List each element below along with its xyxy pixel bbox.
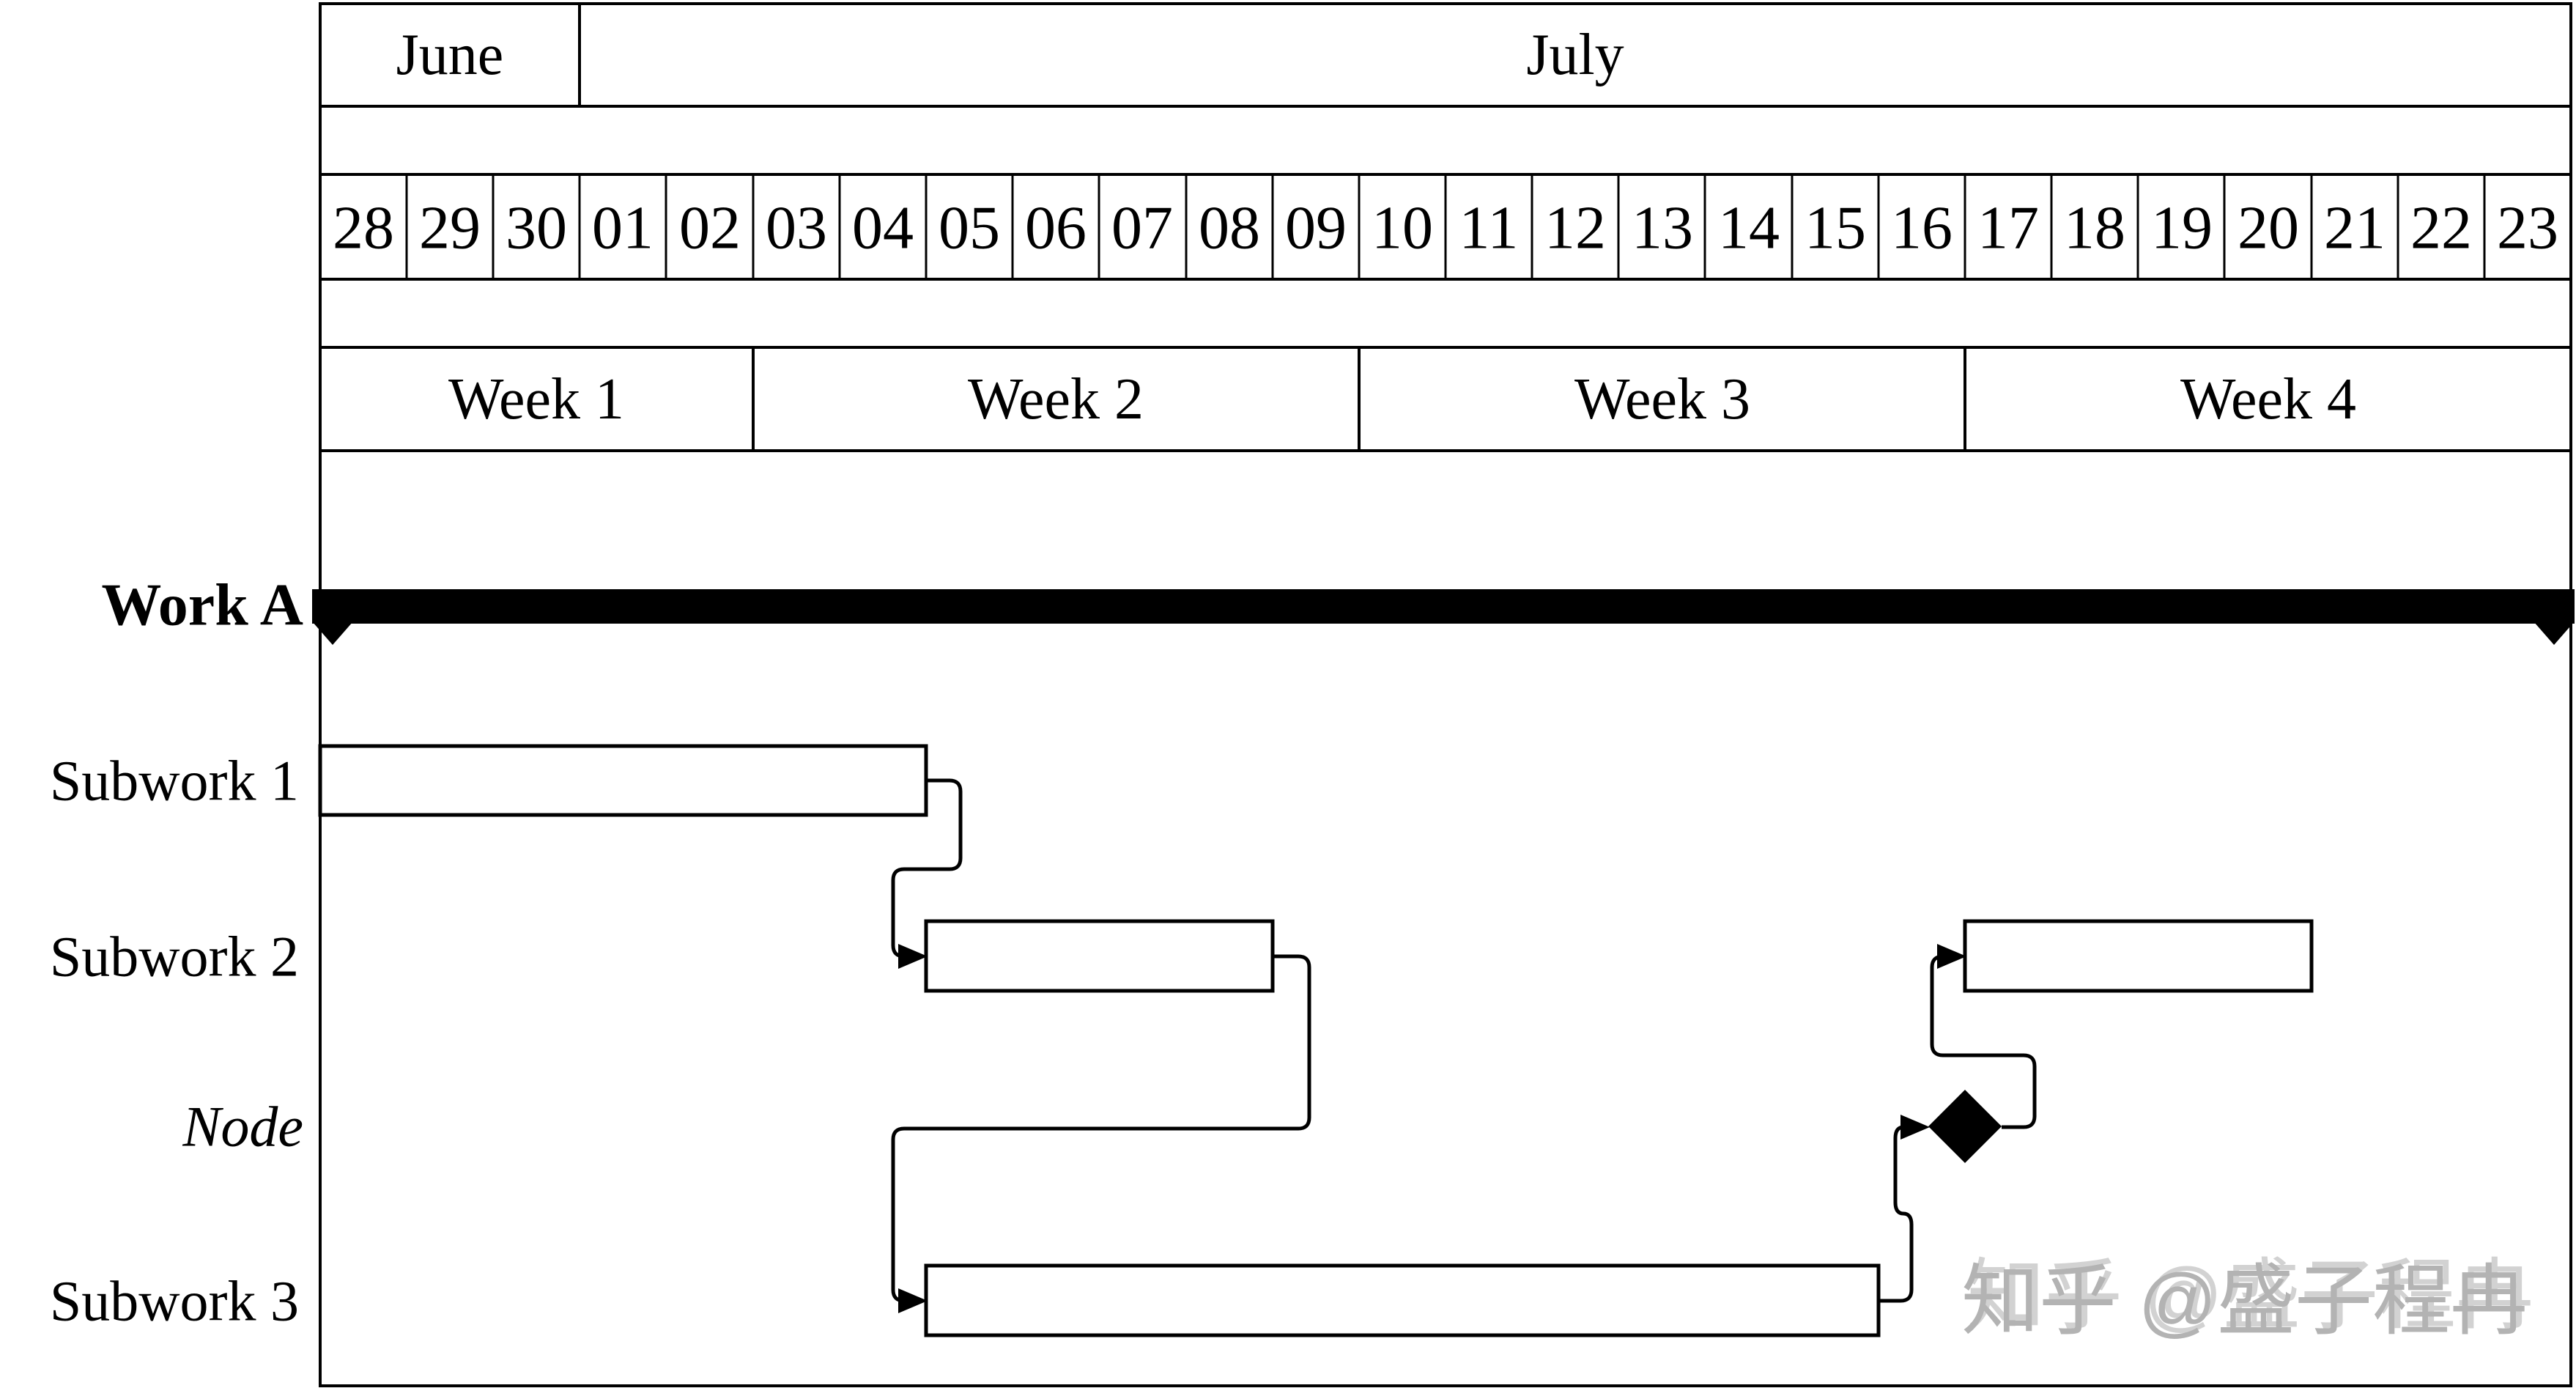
week-row: Week 1 Week 2 Week 3 Week 4 (448, 367, 2356, 432)
day-label: 08 (1199, 194, 1260, 262)
month-label-july: July (1526, 23, 1624, 87)
work-a-left-tip (312, 621, 353, 645)
week-separators (752, 347, 1966, 451)
day-label: 12 (1544, 194, 1606, 262)
link-subwork1-to-subwork2 (891, 778, 963, 959)
day-label: 02 (679, 194, 741, 262)
day-label: 30 (506, 194, 567, 262)
arrowhead-subwork2b-entry (1937, 944, 1966, 969)
day-label: 16 (1891, 194, 1953, 262)
day-label: 22 (2410, 194, 2472, 262)
subwork-2-bar-1 (924, 919, 1275, 993)
day-label: 03 (766, 194, 827, 262)
link-subwork2-to-subwork3 (891, 954, 1311, 1303)
week-label-3: Week 3 (1574, 367, 1750, 432)
day-label: 10 (1372, 194, 1433, 262)
row-labels: Work A Subwork 1 Subwork 2 Node Subwork … (50, 572, 303, 1333)
subwork-2-bar-2 (1963, 919, 2314, 993)
day-label: 11 (1459, 194, 1519, 262)
day-label: 01 (592, 194, 654, 262)
day-label: 29 (419, 194, 481, 262)
week-label-4: Week 4 (2180, 367, 2356, 432)
week-label-1: Week 1 (448, 367, 624, 432)
arrowhead-subwork3-entry (898, 1288, 928, 1313)
chart-outer-border (319, 2, 2572, 1387)
arrowhead-node-entry (1900, 1115, 1930, 1140)
day-label: 07 (1111, 194, 1173, 262)
link-subwork3-to-node (1879, 1125, 1914, 1303)
row-label-subwork-3: Subwork 3 (50, 1269, 299, 1333)
subwork-1-bar (318, 744, 928, 817)
row-label-node: Node (182, 1095, 303, 1159)
day-label: 09 (1285, 194, 1347, 262)
day-label: 19 (2151, 194, 2213, 262)
arrowhead-subwork2-entry (898, 944, 928, 969)
day-label: 14 (1718, 194, 1780, 262)
day-label: 18 (2064, 194, 2125, 262)
day-row: 28 29 30 01 02 03 04 05 06 07 08 09 10 1… (333, 194, 2558, 262)
day-separators (405, 174, 2486, 279)
link-node-to-subwork2b (1930, 954, 2037, 1129)
work-a-bar-body (312, 589, 2575, 624)
week-label-2: Week 2 (968, 367, 1144, 432)
day-label: 05 (939, 194, 1000, 262)
day-label: 28 (333, 194, 394, 262)
day-label: 20 (2238, 194, 2299, 262)
work-a-group-bar (312, 589, 2575, 645)
row-label-subwork-1: Subwork 1 (50, 749, 299, 813)
node-milestone-diamond (1928, 1090, 2002, 1163)
day-label: 21 (2324, 194, 2386, 262)
dependency-links (891, 778, 2037, 1313)
day-label: 15 (1805, 194, 1866, 262)
row-label-subwork-2: Subwork 2 (50, 925, 299, 989)
month-label-june: June (396, 23, 504, 87)
day-label: 04 (852, 194, 914, 262)
month-row: June July (396, 23, 1624, 87)
row-label-work-a: Work A (101, 572, 303, 638)
day-label: 06 (1025, 194, 1087, 262)
subwork-3-bar (924, 1263, 1881, 1337)
day-label: 17 (1977, 194, 2039, 262)
work-a-right-tip (2534, 621, 2575, 645)
calendar-grid (319, 2, 2572, 1387)
day-label: 23 (2497, 194, 2558, 262)
day-label: 13 (1632, 194, 1693, 262)
zhihu-watermark: 知乎 @盛子程冉 (1961, 1258, 2528, 1345)
